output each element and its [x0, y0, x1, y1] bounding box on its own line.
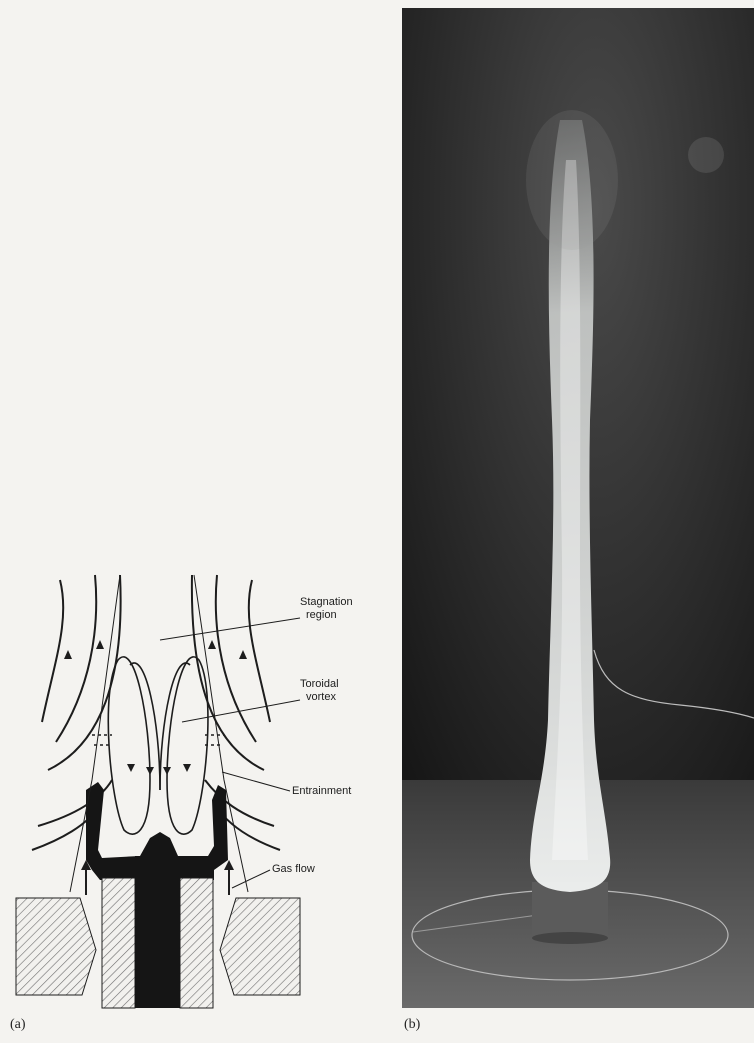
- label-stagnation-region: Stagnation region: [300, 596, 353, 622]
- callout-leaders: [160, 618, 300, 888]
- streamlines-right: [192, 575, 280, 850]
- toroidal-vortex-loops: [108, 657, 208, 834]
- label-gas-flow-text: Gas flow: [272, 863, 315, 876]
- label-gas-flow: Gas flow: [272, 863, 315, 876]
- panel-label-b: (b): [404, 1017, 420, 1033]
- outer-block-right: [220, 898, 300, 995]
- label-toroidal-line2: vortex: [300, 691, 339, 704]
- label-toroidal-vortex: Toroidal vortex: [300, 678, 339, 704]
- nozzle-wall-right: [180, 878, 213, 1008]
- label-stagnation-line2: region: [300, 609, 353, 622]
- streamlines-left: [32, 575, 121, 850]
- nozzle-wall-left: [102, 878, 135, 1008]
- panel-label-a: (a): [10, 1017, 26, 1033]
- label-toroidal-line1: Toroidal: [300, 678, 339, 691]
- central-rod: [135, 856, 180, 1008]
- outer-block-left: [16, 898, 96, 995]
- diagram-a: [16, 575, 300, 1008]
- label-entrainment: Entrainment: [292, 785, 351, 798]
- photo-b: [402, 8, 754, 1008]
- label-stagnation-line1: Stagnation: [300, 596, 353, 609]
- label-entrainment-text: Entrainment: [292, 785, 351, 798]
